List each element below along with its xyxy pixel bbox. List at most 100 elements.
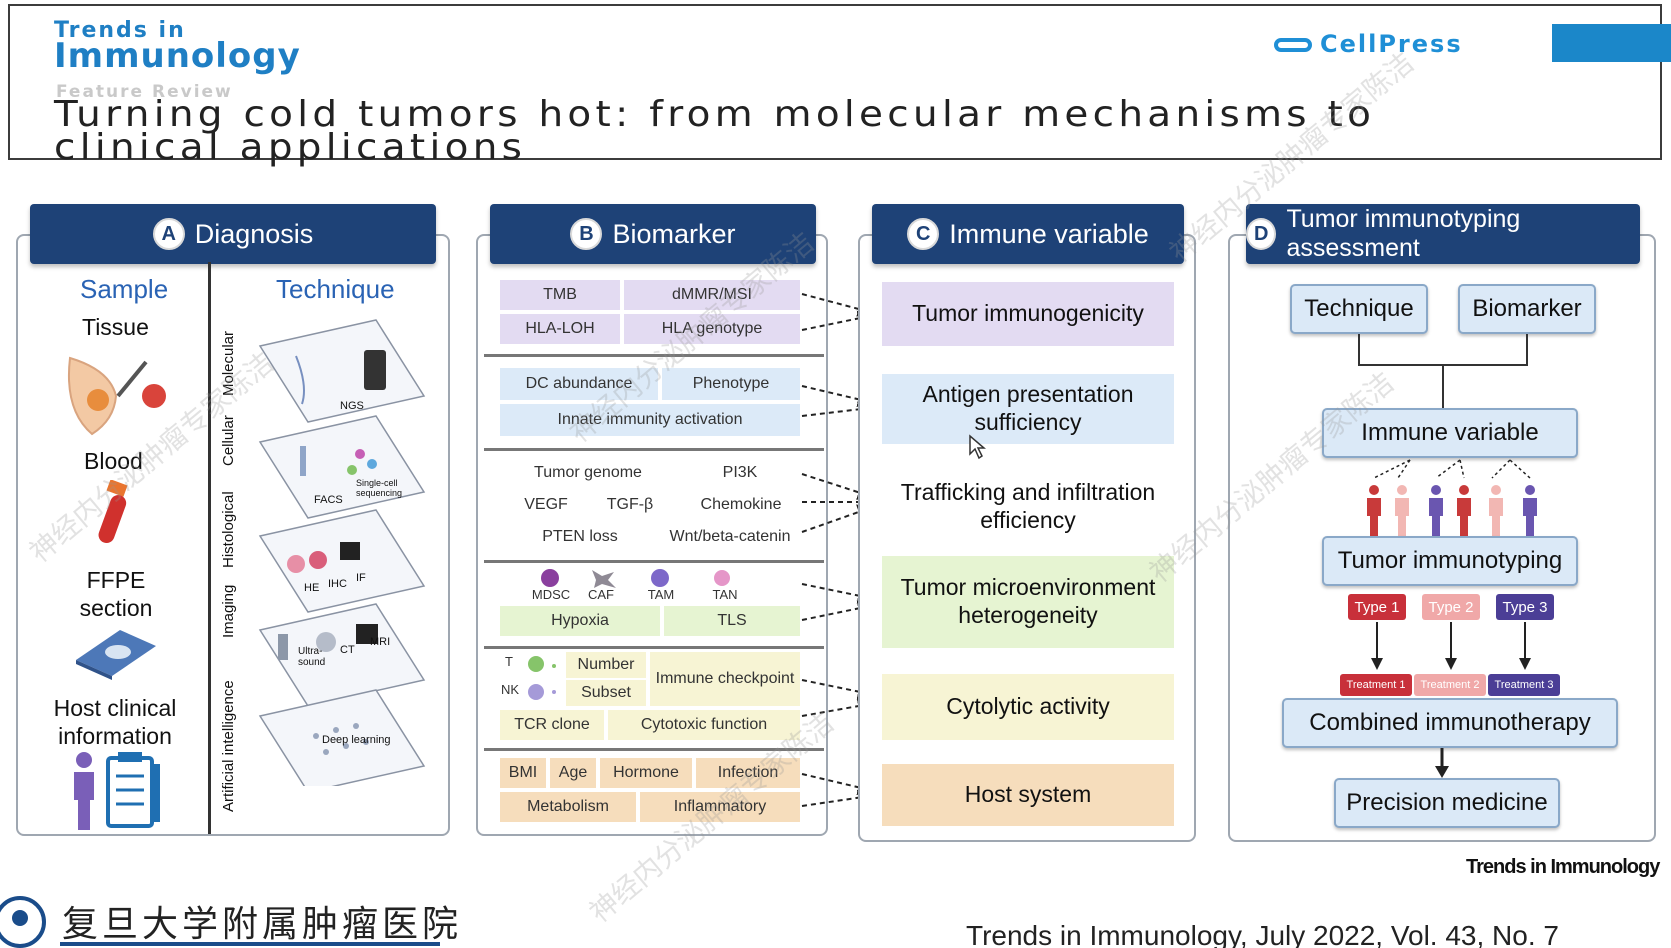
type-treatment-arrows bbox=[1371, 622, 1531, 670]
tech-label-if: IF bbox=[356, 572, 366, 584]
caf-cell-icon bbox=[592, 570, 616, 588]
sample-divider bbox=[208, 262, 211, 834]
treatment-2-badge: Treatment 2 bbox=[1414, 674, 1486, 696]
cellpress-link-icon bbox=[1274, 38, 1312, 52]
biomarker-hypoxia: Hypoxia bbox=[500, 606, 660, 636]
d-technique-box: Technique bbox=[1290, 284, 1428, 334]
panel-letter-d: D bbox=[1246, 218, 1277, 250]
biomarker-hla-genotype: HLA genotype bbox=[624, 314, 800, 344]
tam-cell-icon bbox=[651, 569, 669, 587]
axis-label-cellular: Cellular bbox=[220, 415, 237, 466]
type-1-badge: Type 1 bbox=[1348, 594, 1406, 620]
tech-label-deep-learning: Deep learning bbox=[322, 734, 391, 746]
blood-tube-icon bbox=[98, 480, 128, 544]
d-combined-immunotherapy-box: Combined immunotherapy bbox=[1282, 698, 1618, 748]
axis-label-molecular: Molecular bbox=[220, 330, 237, 396]
variable-tme-heterogeneity: Tumor microenvironment heterogeneity bbox=[882, 556, 1174, 648]
axis-label-artificial-intelligence: Artificial intelligence bbox=[220, 680, 237, 812]
journal-name-line2: Immunology bbox=[54, 36, 301, 76]
sample-heading: Sample bbox=[80, 274, 169, 304]
connector-line bbox=[1442, 364, 1444, 408]
layer-cellular bbox=[258, 415, 426, 519]
type-3-badge: Type 3 bbox=[1496, 594, 1554, 620]
variable-trafficking-infiltration: Trafficking and infiltration efficiency bbox=[882, 472, 1174, 542]
panel-immune-variable-title: Immune variable bbox=[949, 218, 1149, 249]
article-header: Trends in Immunology Feature Review Turn… bbox=[8, 4, 1671, 166]
biomarker-subset: Subset bbox=[566, 680, 646, 706]
biomarker-mdsc: MDSC bbox=[531, 586, 571, 602]
connector-line bbox=[1526, 334, 1528, 364]
biomarker-wnt: Wnt/beta-catenin bbox=[669, 527, 791, 545]
biomarker-cytotoxic-function: Cytotoxic function bbox=[608, 710, 800, 740]
hospital-name: 复旦大学附属肿瘤医院 bbox=[62, 904, 463, 945]
hospital-underline bbox=[60, 942, 440, 946]
biomarker-pten-loss: PTEN loss bbox=[542, 527, 618, 545]
journal-citation: Trends in Immunology, July 2022, Vol. 43… bbox=[966, 920, 1559, 948]
tech-label-he: HE bbox=[304, 582, 320, 594]
tan-cell-icon bbox=[714, 570, 730, 586]
biomarker-separator bbox=[484, 646, 824, 649]
patient-figures bbox=[1367, 459, 1537, 536]
biomarker-vegf: VEGF bbox=[524, 495, 568, 513]
sample-host-info: Host clinical information bbox=[53, 695, 177, 749]
panel-diagnosis-header: A Diagnosis bbox=[30, 204, 436, 264]
biomarker-dmmr-msi: dMMR/MSI bbox=[624, 280, 800, 310]
axis-label-histological: Histological bbox=[220, 491, 237, 568]
biomarker-tgf-beta: TGF-β bbox=[606, 495, 654, 513]
technique-heading: Technique bbox=[276, 274, 395, 304]
connector-line bbox=[1358, 334, 1360, 364]
panel-immune-variable-header: C Immune variable bbox=[872, 204, 1184, 264]
biomarker-tls: TLS bbox=[664, 606, 800, 636]
biomarker-separator bbox=[484, 354, 824, 357]
biomarker-infection: Infection bbox=[696, 758, 800, 788]
biomarker-separator bbox=[484, 448, 824, 451]
ffpe-slide-icon bbox=[76, 630, 156, 680]
sample-tissue: Tissue bbox=[82, 314, 149, 340]
tech-label-single-cell: Single-cell sequencing bbox=[356, 478, 403, 498]
biomarker-chemokine: Chemokine bbox=[700, 495, 782, 513]
type-2-badge: Type 2 bbox=[1422, 594, 1480, 620]
d-biomarker-box: Biomarker bbox=[1458, 284, 1596, 334]
tme-cell-icons bbox=[541, 569, 730, 588]
patient-figure-icons bbox=[1367, 485, 1537, 536]
t-nk-cell-icons bbox=[528, 656, 556, 700]
tech-label-facs: FACS bbox=[314, 494, 343, 506]
article-type: Feature Review bbox=[56, 82, 233, 102]
variable-antigen-presentation: Antigen presentation sufficiency bbox=[882, 374, 1174, 444]
d-immunotyping-box: Tumor immunotyping bbox=[1322, 536, 1578, 586]
biomarker-pi3k: PI3K bbox=[722, 463, 758, 481]
header-accent-bar bbox=[1552, 24, 1671, 62]
biomarker-nk-cell: NK bbox=[500, 681, 520, 697]
biomarker-tumor-genome: Tumor genome bbox=[534, 463, 642, 481]
biomarker-hla-loh: HLA-LOH bbox=[500, 314, 620, 344]
layer-molecular bbox=[258, 319, 426, 423]
panel-biomarker-title: Biomarker bbox=[612, 218, 736, 249]
tech-label-ultrasound: Ultra-sound bbox=[298, 646, 326, 668]
biomarker-separator bbox=[484, 748, 824, 751]
mouse-cursor-icon bbox=[969, 434, 986, 460]
layer-imaging bbox=[258, 603, 426, 707]
figure-credit: Trends in Immunology bbox=[1466, 856, 1660, 878]
hospital-logo-icon bbox=[0, 896, 46, 948]
biomarker-age: Age bbox=[550, 758, 596, 788]
panel-letter-a: A bbox=[152, 218, 185, 250]
technique-layers bbox=[258, 319, 426, 786]
biomarker-tmb: TMB bbox=[500, 280, 620, 310]
biomarker-tam: TAM bbox=[647, 586, 675, 602]
panel-diagnosis-title: Diagnosis bbox=[194, 218, 314, 249]
panel-immunotyping-header: D Tumor immunotyping assessment bbox=[1246, 204, 1640, 264]
biomarker-tcr-clone: TCR clone bbox=[500, 710, 604, 740]
d-immune-variable-box: Immune variable bbox=[1322, 408, 1578, 458]
biomarker-separator bbox=[484, 560, 824, 563]
biomarker-immune-checkpoint: Immune checkpoint bbox=[650, 652, 800, 706]
publisher-logo: CellPress bbox=[1274, 30, 1463, 58]
sample-blood: Blood bbox=[84, 448, 143, 474]
biomarker-bmi: BMI bbox=[500, 758, 546, 788]
tissue-breast-icon bbox=[67, 356, 166, 436]
combined-to-precision-arrow bbox=[1435, 748, 1449, 778]
sample-ffpe: FFPE section bbox=[79, 567, 153, 621]
layer-histological bbox=[258, 509, 426, 613]
panel-letter-c: C bbox=[907, 218, 940, 250]
biomarker-caf: CAF bbox=[588, 586, 614, 602]
tech-label-ihc: IHC bbox=[328, 578, 347, 590]
